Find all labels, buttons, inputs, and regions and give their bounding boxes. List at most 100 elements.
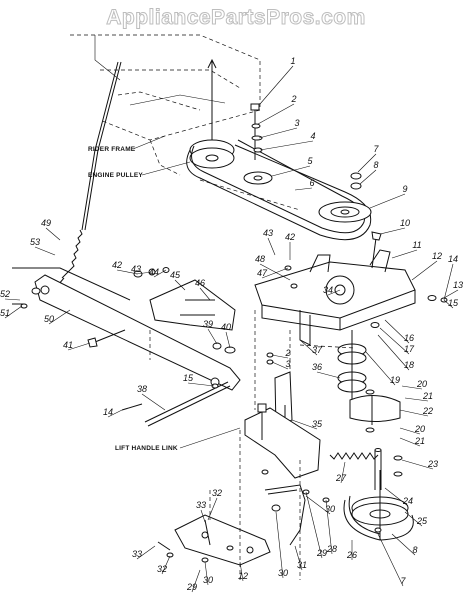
callout-c34: 34 <box>323 285 333 295</box>
callout-c38: 38 <box>137 384 147 394</box>
leader-c38 <box>141 393 166 411</box>
leader-c18 <box>377 334 410 371</box>
leader-c48 <box>259 263 291 281</box>
callout-c30a: 30 <box>325 504 335 514</box>
callout-c32b: 32 <box>157 564 167 574</box>
callout-c20a: 20 <box>416 379 427 389</box>
callout-c27: 27 <box>335 473 347 483</box>
leader-c11 <box>391 249 418 259</box>
callout-c3: 3 <box>294 118 299 128</box>
callout-c12: 12 <box>432 251 442 261</box>
leader-c14b <box>107 409 123 418</box>
callout-c9: 9 <box>402 184 407 194</box>
callout-c48: 48 <box>255 254 265 264</box>
leader-c12b <box>239 561 244 582</box>
leader-c30b <box>275 511 284 579</box>
callout-c53: 53 <box>30 237 40 247</box>
callout-c14b: 14 <box>103 407 113 417</box>
leader-c3 <box>258 127 298 139</box>
label-rider-frame: RIDER FRAME <box>88 146 136 153</box>
leader-c43a <box>135 271 153 275</box>
engine-pulley <box>189 58 235 169</box>
leader-c3b <box>271 361 289 370</box>
shaft-24 <box>374 448 403 490</box>
belt-guard-22 <box>349 389 401 433</box>
leader-c36 <box>316 371 341 379</box>
leader-c13 <box>443 289 459 299</box>
callout-leaders <box>4 65 459 593</box>
callout-c40: 40 <box>221 322 231 332</box>
pulley-25 <box>351 470 409 540</box>
leader-c40 <box>225 331 231 349</box>
leader-c15 <box>443 299 454 309</box>
idler-assembly-19 <box>337 330 367 400</box>
rod-38 <box>144 381 231 427</box>
callout-c19: 19 <box>390 375 400 385</box>
misc-hardware <box>12 265 448 551</box>
leader-c32a <box>207 497 218 521</box>
bolts-32-33 <box>157 519 211 563</box>
leader-c30a <box>305 495 331 515</box>
leader-c1 <box>259 65 294 105</box>
callout-c42b: 42 <box>285 232 295 242</box>
leader-c46 <box>199 287 211 301</box>
leader-c2 <box>257 103 295 125</box>
leader-c8b <box>391 533 416 556</box>
leader-c21b <box>399 437 421 447</box>
callout-c23: 23 <box>427 459 438 469</box>
callout-c18: 18 <box>404 360 414 370</box>
callout-c43b: 43 <box>263 228 273 238</box>
bolt-stack-1-4 <box>250 103 263 160</box>
belt-26 <box>343 495 414 541</box>
callout-c16: 16 <box>404 333 414 343</box>
callout-c43a: 43 <box>131 264 141 274</box>
leader-c20a <box>401 385 423 390</box>
leader-c35 <box>291 419 318 430</box>
bolt-41 <box>87 329 126 348</box>
leader-engine-pulley <box>141 161 191 176</box>
callout-c13: 13 <box>453 280 463 290</box>
callout-c32a: 32 <box>212 488 222 498</box>
leader-c37 <box>299 339 318 356</box>
callout-c33a: 33 <box>196 500 206 510</box>
leader-c14 <box>443 263 454 301</box>
callout-c5: 5 <box>307 156 313 166</box>
leader-c33b <box>136 545 156 560</box>
leader-c45 <box>174 279 186 291</box>
callout-c2b: 2 <box>284 348 290 358</box>
nut-7-8 <box>350 172 362 190</box>
callout-c15b: 15 <box>183 373 194 383</box>
leader-c41 <box>67 342 91 351</box>
idler-pulley-5 <box>243 171 273 185</box>
leader-c5 <box>271 165 311 177</box>
callout-c26: 26 <box>346 550 357 560</box>
callout-c49: 49 <box>41 218 51 228</box>
lift-arm-50 <box>12 267 241 391</box>
callout-c2: 2 <box>290 94 296 104</box>
leader-c25 <box>404 511 423 527</box>
spring-27 <box>329 452 379 460</box>
callout-c35: 35 <box>312 419 323 429</box>
callout-c44: 44 <box>149 267 159 277</box>
label-engine-pulley: ENGINE PULLEY <box>88 172 143 179</box>
leader-c28 <box>325 499 333 555</box>
leader-c30c <box>204 561 209 586</box>
leader-c8 <box>359 169 377 185</box>
leader-c39 <box>207 328 218 345</box>
callout-c21a: 21 <box>422 391 433 401</box>
callout-c46: 46 <box>195 278 205 288</box>
callout-c11: 11 <box>412 240 421 250</box>
leader-c9 <box>369 193 406 209</box>
leader-c43b <box>267 237 276 256</box>
leader-c23 <box>401 459 434 470</box>
callout-c45: 45 <box>170 270 181 280</box>
callout-c10: 10 <box>400 218 410 228</box>
callout-c36: 36 <box>312 362 322 372</box>
bracket-46 <box>149 279 236 331</box>
pin-14 <box>121 403 143 411</box>
callout-c21b: 21 <box>414 436 425 446</box>
leader-c32b <box>161 555 171 575</box>
watermark-text: AppliancePartsPros.com <box>106 6 366 29</box>
callout-c17: 17 <box>404 344 415 354</box>
